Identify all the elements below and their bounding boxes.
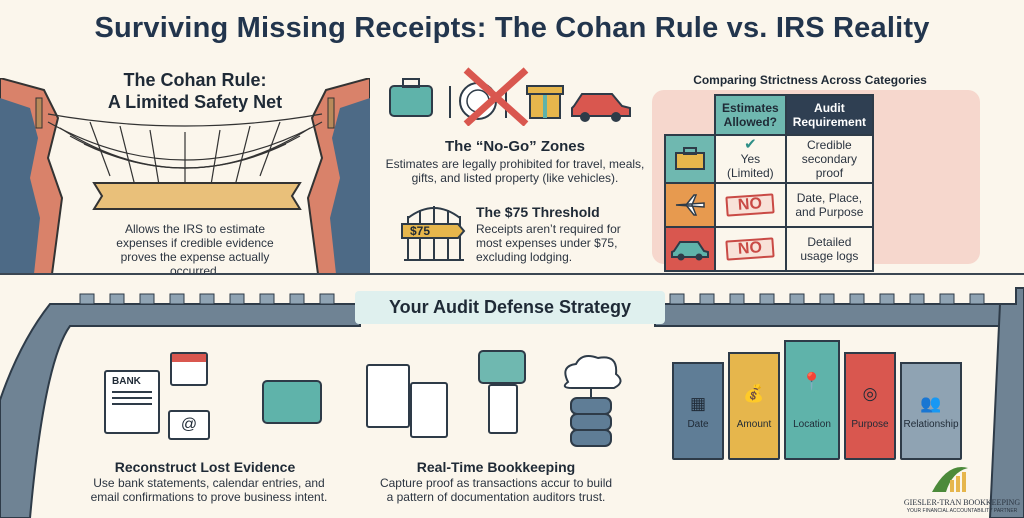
cohan-body: Allows the IRS to estimate expenses if c… xyxy=(116,222,274,278)
requirement-value: Credible secondary proof xyxy=(784,134,875,184)
logo-mark-icon xyxy=(932,467,968,492)
no-stamp: NO xyxy=(725,237,775,261)
scanner-icon xyxy=(478,350,526,384)
money-bag-icon: 💰 xyxy=(743,384,765,403)
receipt-icon xyxy=(410,382,448,438)
airplane-icon xyxy=(664,182,716,228)
strategy-banner: Your Audit Defense Strategy xyxy=(355,291,665,324)
comparison-table: Estimates Allowed? Audit Requirement ✔Ye… xyxy=(664,94,875,272)
cohan-heading-line2: A Limited Safety Net xyxy=(107,92,283,112)
price-tag-label: $75 xyxy=(410,224,431,238)
table-row: ✔Yes (Limited) Credible secondary proof xyxy=(664,134,875,184)
threshold-body: Receipts aren’t required for most expens… xyxy=(476,222,621,264)
toolbox-icon xyxy=(664,134,716,184)
cohan-heading-line1: The Cohan Rule: xyxy=(123,70,267,90)
target-icon: ◎ xyxy=(862,384,878,403)
col-header-estimates: Estimates Allowed? xyxy=(714,94,787,136)
gift-icon xyxy=(526,85,564,119)
logo-tagline: YOUR FINANCIAL ACCOUNTABILITY PARTNER xyxy=(906,508,1018,514)
page-title: Surviving Missing Receipts: The Cohan Ru… xyxy=(94,12,930,44)
nogo-icons xyxy=(389,67,631,126)
bank-label: BANK xyxy=(112,376,141,387)
cliff-net-illustration xyxy=(0,78,370,274)
tower-date: ▦ Date xyxy=(672,362,724,460)
requirement-value: Date, Place, and Purpose xyxy=(784,182,875,228)
reconstruct-heading: Reconstruct Lost Evidence xyxy=(114,459,296,475)
realtime-body: Capture proof as transactions accur to b… xyxy=(379,476,613,504)
nogo-body: Estimates are legally prohibited for tra… xyxy=(385,157,645,185)
people-icon: 👥 xyxy=(920,394,942,413)
tower-relationship: 👥 Relationship xyxy=(900,362,962,460)
gate-icon xyxy=(401,206,466,261)
folder-icon xyxy=(262,380,322,424)
car-icon xyxy=(571,93,631,122)
no-stamp: NO xyxy=(725,193,775,217)
nogo-heading: The “No-Go” Zones xyxy=(445,138,585,155)
location-pin-icon: 📍 xyxy=(801,372,823,391)
tower-location: 📍 Location xyxy=(784,340,840,460)
threshold-heading: The $75 Threshold xyxy=(476,204,600,220)
car-icon xyxy=(664,226,716,272)
calendar-icon: ▦ xyxy=(689,394,707,413)
logo-name: GIESLER-TRAN BOOKKEEPING xyxy=(903,498,1021,507)
bank-statement-icon: BANK xyxy=(104,370,160,434)
comparison-heading: Comparing Strictness Across Categories xyxy=(693,73,927,87)
tower-purpose: ◎ Purpose xyxy=(844,352,896,460)
calendar-icon xyxy=(170,352,208,386)
email-icon: @ xyxy=(168,410,210,440)
table-row: NO Detailed usage logs xyxy=(664,226,875,272)
realtime-heading: Real-Time Bookkeeping xyxy=(416,459,576,475)
scanned-receipt-icon xyxy=(488,384,518,434)
section-divider xyxy=(0,273,1024,275)
red-cross-mark xyxy=(463,67,529,126)
table-row: NO Date, Place, and Purpose xyxy=(664,182,875,228)
luggage-icon xyxy=(389,78,433,117)
tower-amount: 💰 Amount xyxy=(728,352,780,460)
reconstruct-body: Use bank statements, calendar entries, a… xyxy=(90,476,328,504)
receipt-icon xyxy=(366,364,410,428)
check-icon: ✔ xyxy=(744,136,757,153)
cloud-database-icon xyxy=(563,355,622,447)
allowed-value: Yes (Limited) xyxy=(727,152,774,180)
requirement-value: Detailed usage logs xyxy=(784,226,875,272)
col-header-audit: Audit Requirement xyxy=(784,94,875,136)
stone-wall-illustration xyxy=(0,287,1024,518)
